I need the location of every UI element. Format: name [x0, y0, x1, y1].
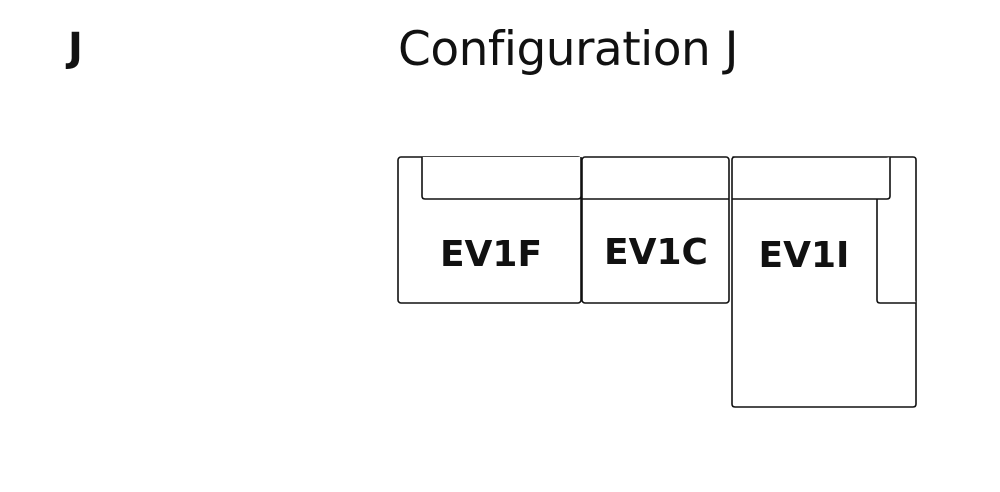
module-ev1f: EV1F	[397, 156, 582, 304]
module-ev1i-base	[731, 156, 917, 408]
module-ev1c-base	[581, 156, 730, 304]
module-ev1i-arm	[876, 199, 916, 304]
module-ev1c: EV1C	[581, 156, 730, 304]
module-ev1f-label: EV1F	[440, 234, 542, 275]
module-ev1i-back-cushion	[732, 157, 891, 200]
module-ev1i: EV1I	[731, 156, 917, 408]
module-ev1c-label: EV1C	[604, 232, 708, 273]
configuration-title: Configuration J	[398, 22, 739, 77]
module-ev1f-back-cushion	[421, 157, 582, 200]
module-ev1i-label: EV1I	[759, 235, 850, 276]
configuration-letter: J	[68, 25, 83, 71]
